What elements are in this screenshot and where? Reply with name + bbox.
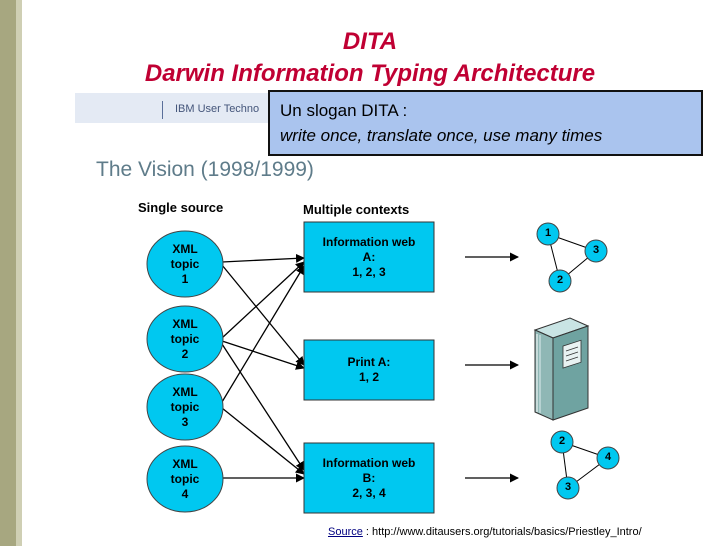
context-web-b: Information web B: 2, 3, 4: [304, 456, 434, 501]
multiple-contexts-label: Multiple contexts: [303, 202, 410, 217]
slogan-line2: write once, translate once, use many tim…: [280, 126, 603, 145]
web-b-node-3: 3: [564, 481, 572, 493]
left-decor-bar-light: [16, 0, 22, 546]
context-print-a-line1: Print A:: [347, 355, 391, 369]
context-web-b-line2: B:: [362, 471, 376, 485]
web-a-graph: [536, 222, 608, 293]
topic-ellipses: [146, 230, 224, 513]
context-web-a: Information web A: 1, 2, 3: [304, 235, 434, 280]
topic-2: XML topic 2: [155, 317, 215, 362]
context-web-b-line3: 2, 3, 4: [352, 486, 386, 500]
topic-1-line3: 1: [181, 272, 189, 286]
web-a-node-2: 2: [556, 274, 564, 286]
web-a-node-3: 3: [592, 244, 600, 256]
web-b-node-2: 2: [558, 435, 566, 447]
slogan-box: Un slogan DITA : write once, translate o…: [268, 90, 703, 156]
slogan-line1: Un slogan DITA :: [280, 101, 408, 120]
slide-subtitle: Darwin Information Typing Architecture: [144, 60, 596, 87]
topic-4-line3: 4: [181, 487, 189, 501]
topic-3-line1: XML: [172, 385, 198, 399]
left-decor-bar: [0, 0, 16, 546]
context-web-b-line1: Information web: [322, 456, 416, 470]
web-b-graph: [550, 430, 620, 500]
topic-1-line1: XML: [172, 242, 198, 256]
web-a-node-1: 1: [544, 227, 552, 239]
book-icon: [533, 317, 590, 421]
single-source-label: Single source: [138, 200, 224, 215]
ibm-header-bar: [75, 93, 275, 123]
vision-title: The Vision (1998/1999): [96, 158, 314, 181]
topic-4: XML topic 4: [155, 457, 215, 502]
context-web-a-line3: 1, 2, 3: [352, 265, 386, 279]
topic-2-line2: topic: [170, 332, 200, 346]
topic-1: XML topic 1: [155, 242, 215, 287]
topic-1-line2: topic: [170, 257, 200, 271]
source-line: Source : http://www.ditausers.org/tutori…: [328, 526, 642, 538]
topic-3-line2: topic: [170, 400, 200, 414]
context-print-a: Print A: 1, 2: [304, 355, 434, 385]
context-print-a-line2: 1, 2: [358, 370, 379, 384]
topic-3: XML topic 3: [155, 385, 215, 430]
slide-title: DITA: [342, 28, 398, 55]
topic-context-arrows: [221, 253, 305, 483]
context-web-a-line1: Information web: [322, 235, 416, 249]
context-web-a-line2: A:: [362, 250, 376, 264]
topic-2-line1: XML: [172, 317, 198, 331]
topic-4-line1: XML: [172, 457, 198, 471]
topic-3-line3: 3: [181, 415, 189, 429]
topic-4-line2: topic: [170, 472, 200, 486]
ibm-header-separator: [162, 101, 163, 119]
ibm-header-text: IBM User Techno: [175, 103, 260, 115]
topic-2-line3: 2: [181, 347, 189, 361]
source-link[interactable]: Source: [328, 526, 363, 538]
output-arrows: [465, 252, 519, 483]
web-b-node-4: 4: [604, 451, 612, 463]
source-url: : http://www.ditausers.org/tutorials/bas…: [362, 526, 642, 538]
context-boxes: [303, 221, 435, 514]
